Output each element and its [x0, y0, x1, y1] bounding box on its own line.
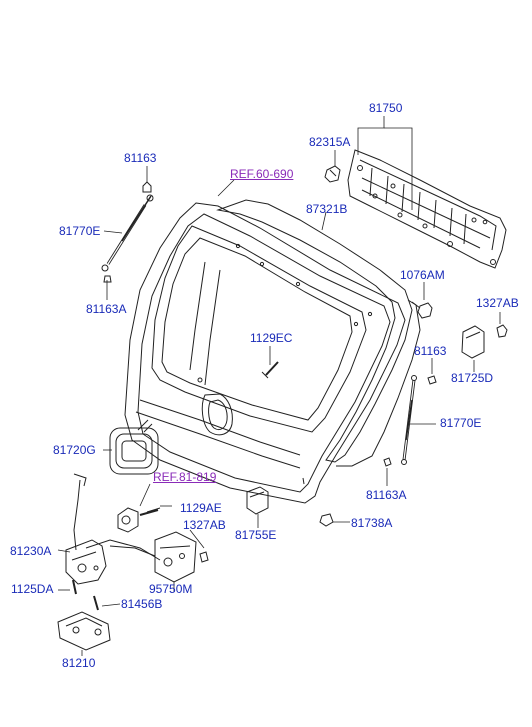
latch-rod	[73, 473, 161, 561]
bolt-1129EC	[261, 361, 279, 379]
label-81230A: 81230A	[10, 544, 52, 558]
label-81163A-left: 81163A	[86, 302, 127, 316]
bolt-81738A	[319, 513, 334, 527]
label-1129EC: 1129EC	[250, 331, 293, 345]
ref-link-60-690[interactable]: REF.60-690	[230, 167, 294, 181]
label-81770E-left: 81770E	[59, 224, 101, 238]
ref-link-81-819[interactable]: REF.81-819	[153, 470, 217, 484]
striker	[57, 611, 111, 651]
label-81725D: 81725D	[451, 371, 494, 385]
label-81163-top: 81163	[124, 151, 157, 165]
bolt-1125DA	[72, 579, 77, 595]
key-cylinder	[117, 507, 161, 533]
bolt-81456B	[93, 595, 99, 611]
label-81210: 81210	[62, 656, 96, 670]
label-1327AB-mid: 1327AB	[183, 518, 226, 532]
label-81770E-right: 81770E	[440, 416, 482, 430]
outside-handle	[109, 419, 159, 475]
gas-lifter-left	[101, 181, 154, 283]
weatherstrip	[216, 199, 421, 467]
label-1125DA: 1125DA	[11, 582, 54, 596]
bumper-stop	[461, 324, 508, 359]
clip-82315A	[324, 165, 341, 183]
label-95750M: 95750M	[149, 582, 193, 596]
label-87321B: 87321B	[306, 202, 348, 216]
label-82315A: 82315A	[309, 135, 351, 149]
label-81750: 81750	[369, 101, 403, 115]
label-81456B: 81456B	[121, 597, 163, 611]
label-81738A: 81738A	[351, 516, 393, 530]
tailgate-latch	[65, 539, 107, 585]
label-1327AB-right: 1327AB	[476, 296, 519, 310]
actuator	[109, 531, 209, 583]
label-81755E: 81755E	[235, 528, 277, 542]
tailgate-door	[124, 202, 406, 504]
gas-lifter-right	[383, 375, 437, 467]
label-1129AE: 1129AE	[180, 501, 222, 515]
nut-1076AM	[417, 302, 433, 319]
latch-cover	[246, 486, 269, 515]
leader-lines	[57, 116, 501, 656]
label-81163A-right: 81163A	[366, 488, 407, 502]
label-1076AM: 1076AM	[400, 268, 445, 282]
garnish-panel	[347, 149, 507, 269]
label-81163-right: 81163	[414, 344, 447, 358]
label-81720G: 81720G	[53, 443, 96, 457]
